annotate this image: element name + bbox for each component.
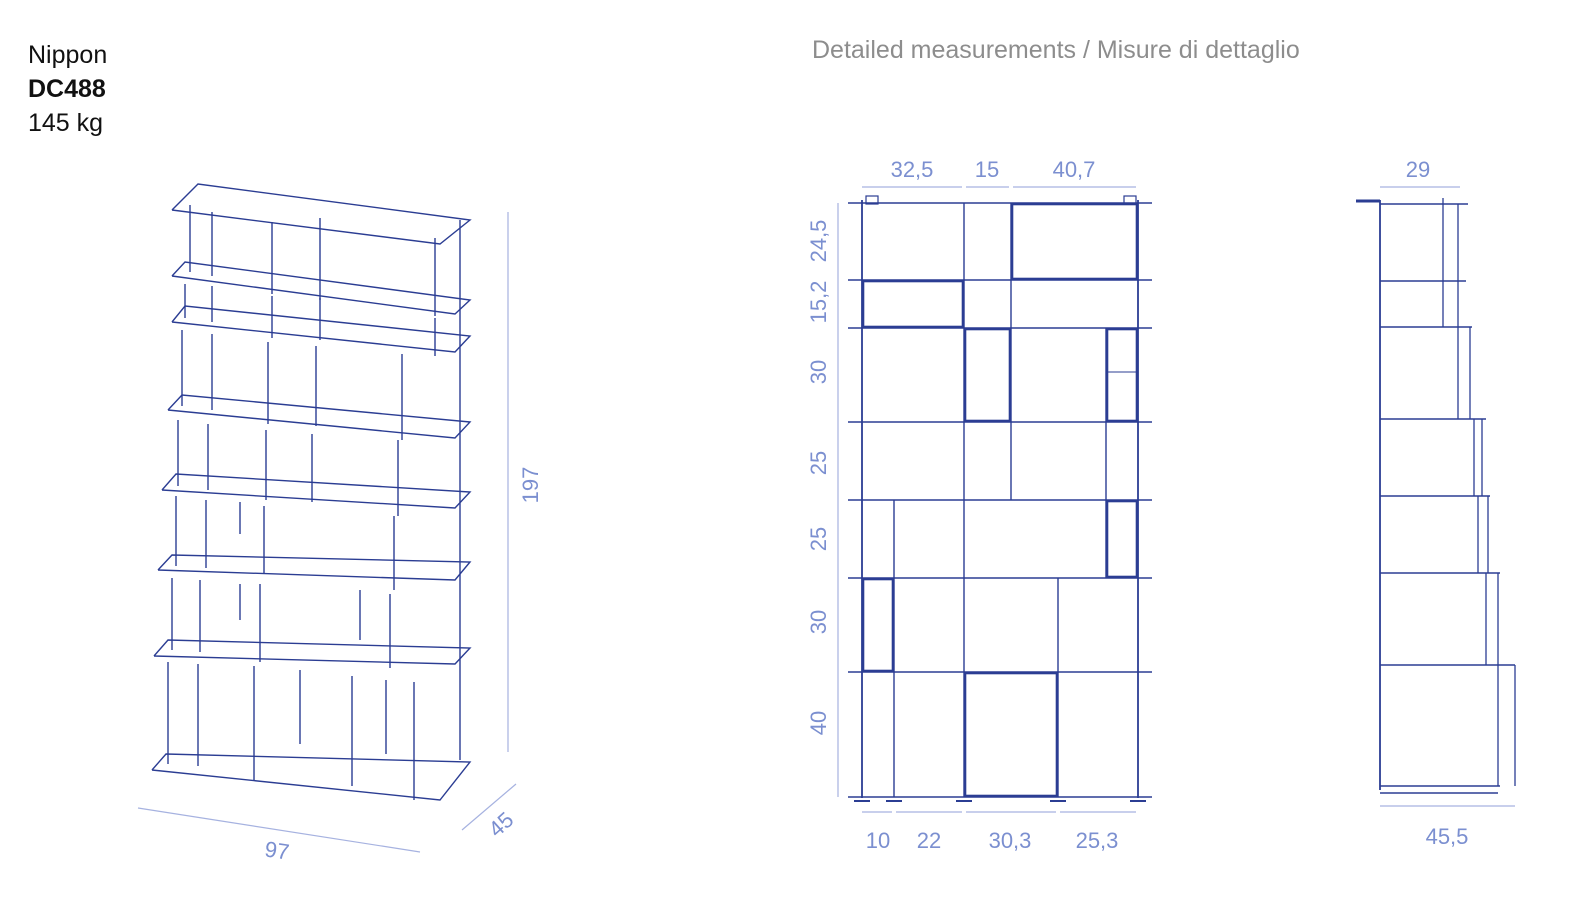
front-top-widths: 32,5 15 40,7 xyxy=(891,157,1096,182)
front-top-width-1: 32,5 xyxy=(891,157,934,182)
overall-width-label: 97 xyxy=(263,836,291,864)
side-top-depth: 29 xyxy=(1406,157,1430,182)
isometric-bookcase xyxy=(151,183,472,801)
side-dimension-lines xyxy=(1380,186,1515,807)
iso-dimension-lines xyxy=(137,212,517,853)
row-height-1: 24,5 xyxy=(806,220,831,263)
row-height-4: 25 xyxy=(806,451,831,475)
row-height-3: 30 xyxy=(806,360,831,384)
product-weight: 145 kg xyxy=(28,109,104,137)
iso-shelves xyxy=(151,183,472,801)
front-bottom-width-1: 10 xyxy=(866,828,890,853)
front-top-width-3: 40,7 xyxy=(1053,157,1096,182)
front-top-width-2: 15 xyxy=(975,157,999,182)
side-view xyxy=(1356,198,1516,794)
product-info: Nippon DC488 145 kg xyxy=(28,38,107,140)
front-bottom-width-4: 25,3 xyxy=(1076,828,1119,853)
row-height-5: 25 xyxy=(806,527,831,551)
overall-depth-label: 45 xyxy=(484,807,519,842)
front-dimension-lines xyxy=(837,186,1136,813)
iso-panels xyxy=(167,205,461,800)
row-height-7: 40 xyxy=(806,711,831,735)
page-heading: Detailed measurements / Misure di dettag… xyxy=(812,36,1300,64)
row-height-6: 30 xyxy=(806,610,831,634)
front-bottom-widths: 10 22 30,3 25,3 xyxy=(866,828,1119,853)
front-bottom-width-2: 22 xyxy=(917,828,941,853)
product-code: DC488 xyxy=(28,75,106,103)
side-bottom-depth: 45,5 xyxy=(1426,824,1469,849)
front-row-heights: 24,5 15,2 30 25 25 30 40 xyxy=(806,220,831,736)
overall-height-label: 197 xyxy=(518,467,543,504)
front-view xyxy=(848,195,1152,802)
row-height-2: 15,2 xyxy=(806,281,831,324)
front-bottom-width-3: 30,3 xyxy=(989,828,1032,853)
product-name: Nippon xyxy=(28,41,108,69)
